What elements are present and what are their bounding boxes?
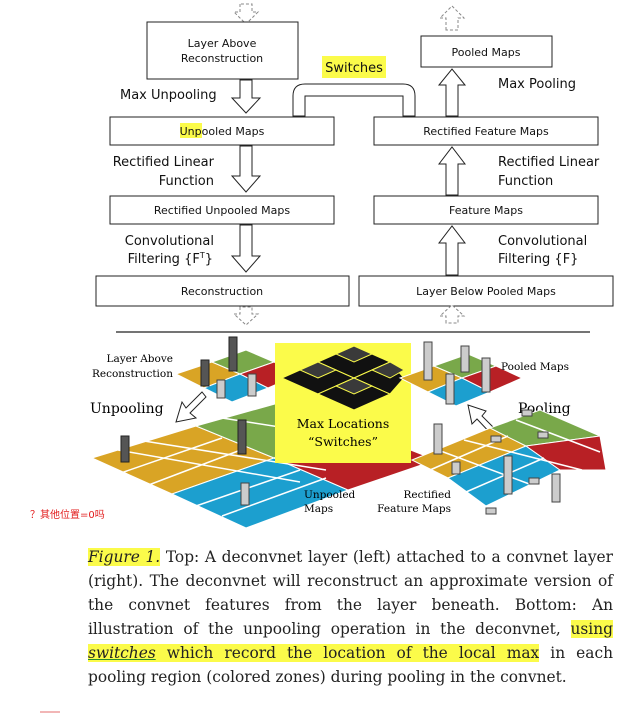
caption-hl-using: using: [570, 620, 613, 638]
rectified-feature-grid: [410, 409, 607, 515]
layer-above-line1: Layer Above: [188, 37, 257, 50]
max-pooling-label: Max Pooling: [498, 77, 576, 92]
reconstruction-label: Reconstruction: [181, 285, 263, 298]
conv-filtering-left-1: Convolutional: [125, 234, 214, 249]
down-arrow-icon: [230, 145, 262, 193]
unpooled-highlight: [180, 123, 202, 138]
layer-above-bottom-1: Layer Above: [106, 353, 173, 365]
figure-caption: Figure 1. Top: A deconvnet layer (left) …: [88, 545, 613, 689]
switches-highlight: [322, 56, 386, 78]
rectified-feature-label: Rectified Feature Maps: [423, 125, 549, 138]
unpooled-maps-label: Unpooled Maps: [180, 125, 265, 138]
feature-maps-box: [373, 195, 599, 225]
up-arrow-icon: [437, 68, 467, 117]
layer-below-box: [358, 275, 614, 307]
rectified-feature-bottom-2: Feature Maps: [377, 503, 451, 515]
feature-maps-label: Feature Maps: [449, 204, 523, 217]
switches-quote-label: “Switches”: [308, 434, 378, 449]
down-arrow-icon: [230, 224, 262, 273]
unpooling-label: Unpooling: [90, 401, 164, 417]
rectified-feature-bottom-1: Rectified: [403, 489, 451, 501]
unpooling-arrow-icon: [175, 391, 207, 423]
caption-text-2: in each pooling region (colored zones) d…: [88, 644, 613, 686]
max-unpooling-label: Max Unpooling: [120, 88, 217, 103]
layer-above-box: [146, 21, 299, 80]
layer-below-label: Layer Below Pooled Maps: [416, 285, 556, 298]
layer-above-line2: Reconstruction: [181, 52, 263, 65]
rectified-linear-left-1: Rectified Linear: [113, 155, 215, 170]
figure-label: Figure 1.: [88, 548, 161, 566]
rectified-linear-left-2: Function: [159, 174, 214, 189]
dashed-arrow-icon: [232, 3, 260, 25]
rectified-feature-box: [373, 116, 599, 146]
caption-text-1: Top: A deconvnet layer (left) attached t…: [88, 548, 613, 638]
conv-filtering-left-2: Filtering {FT}: [128, 251, 213, 267]
caption-hl-switches: switches: [88, 644, 156, 662]
unpooled-maps-bottom-2: Maps: [304, 503, 333, 515]
switches-connector: [292, 83, 416, 117]
pooled-maps-box: [420, 35, 553, 68]
up-arrow-icon: [437, 225, 467, 276]
down-arrow-icon: [230, 79, 262, 114]
switches-grid: [280, 345, 406, 411]
dashed-arrow-icon: [232, 306, 260, 326]
switches-label: Switches: [325, 61, 383, 76]
rectified-unpooled-label: Rectified Unpooled Maps: [154, 204, 290, 217]
pooled-maps-bottom: Pooled Maps: [501, 361, 569, 373]
conv-filtering-right-1: Convolutional: [498, 234, 587, 249]
dashed-arrow-icon: [438, 5, 466, 31]
layer-above-map: [174, 336, 302, 403]
up-arrow-icon: [437, 146, 467, 196]
reconstruction-box: [95, 275, 350, 307]
dashed-arrow-icon: [438, 304, 466, 324]
conv-filtering-right-2: Filtering {F}: [498, 252, 578, 267]
annotation-note: ？其他位置=0吗: [30, 510, 105, 521]
pooled-maps-label: Pooled Maps: [452, 46, 521, 59]
rectified-linear-right-1: Rectified Linear: [498, 155, 600, 170]
pooled-map: [398, 341, 524, 407]
max-locations-label: Max Locations: [297, 416, 390, 431]
unpooled-maps-bottom-1: Unpooled: [304, 489, 356, 501]
caption-hl-rest: which record the location of the local m…: [155, 644, 540, 662]
unpooled-maps-box: [109, 116, 335, 146]
rectified-unpooled-box: [109, 195, 335, 225]
layer-above-bottom-2: Reconstruction: [92, 368, 173, 380]
rectified-linear-right-2: Function: [498, 174, 553, 189]
